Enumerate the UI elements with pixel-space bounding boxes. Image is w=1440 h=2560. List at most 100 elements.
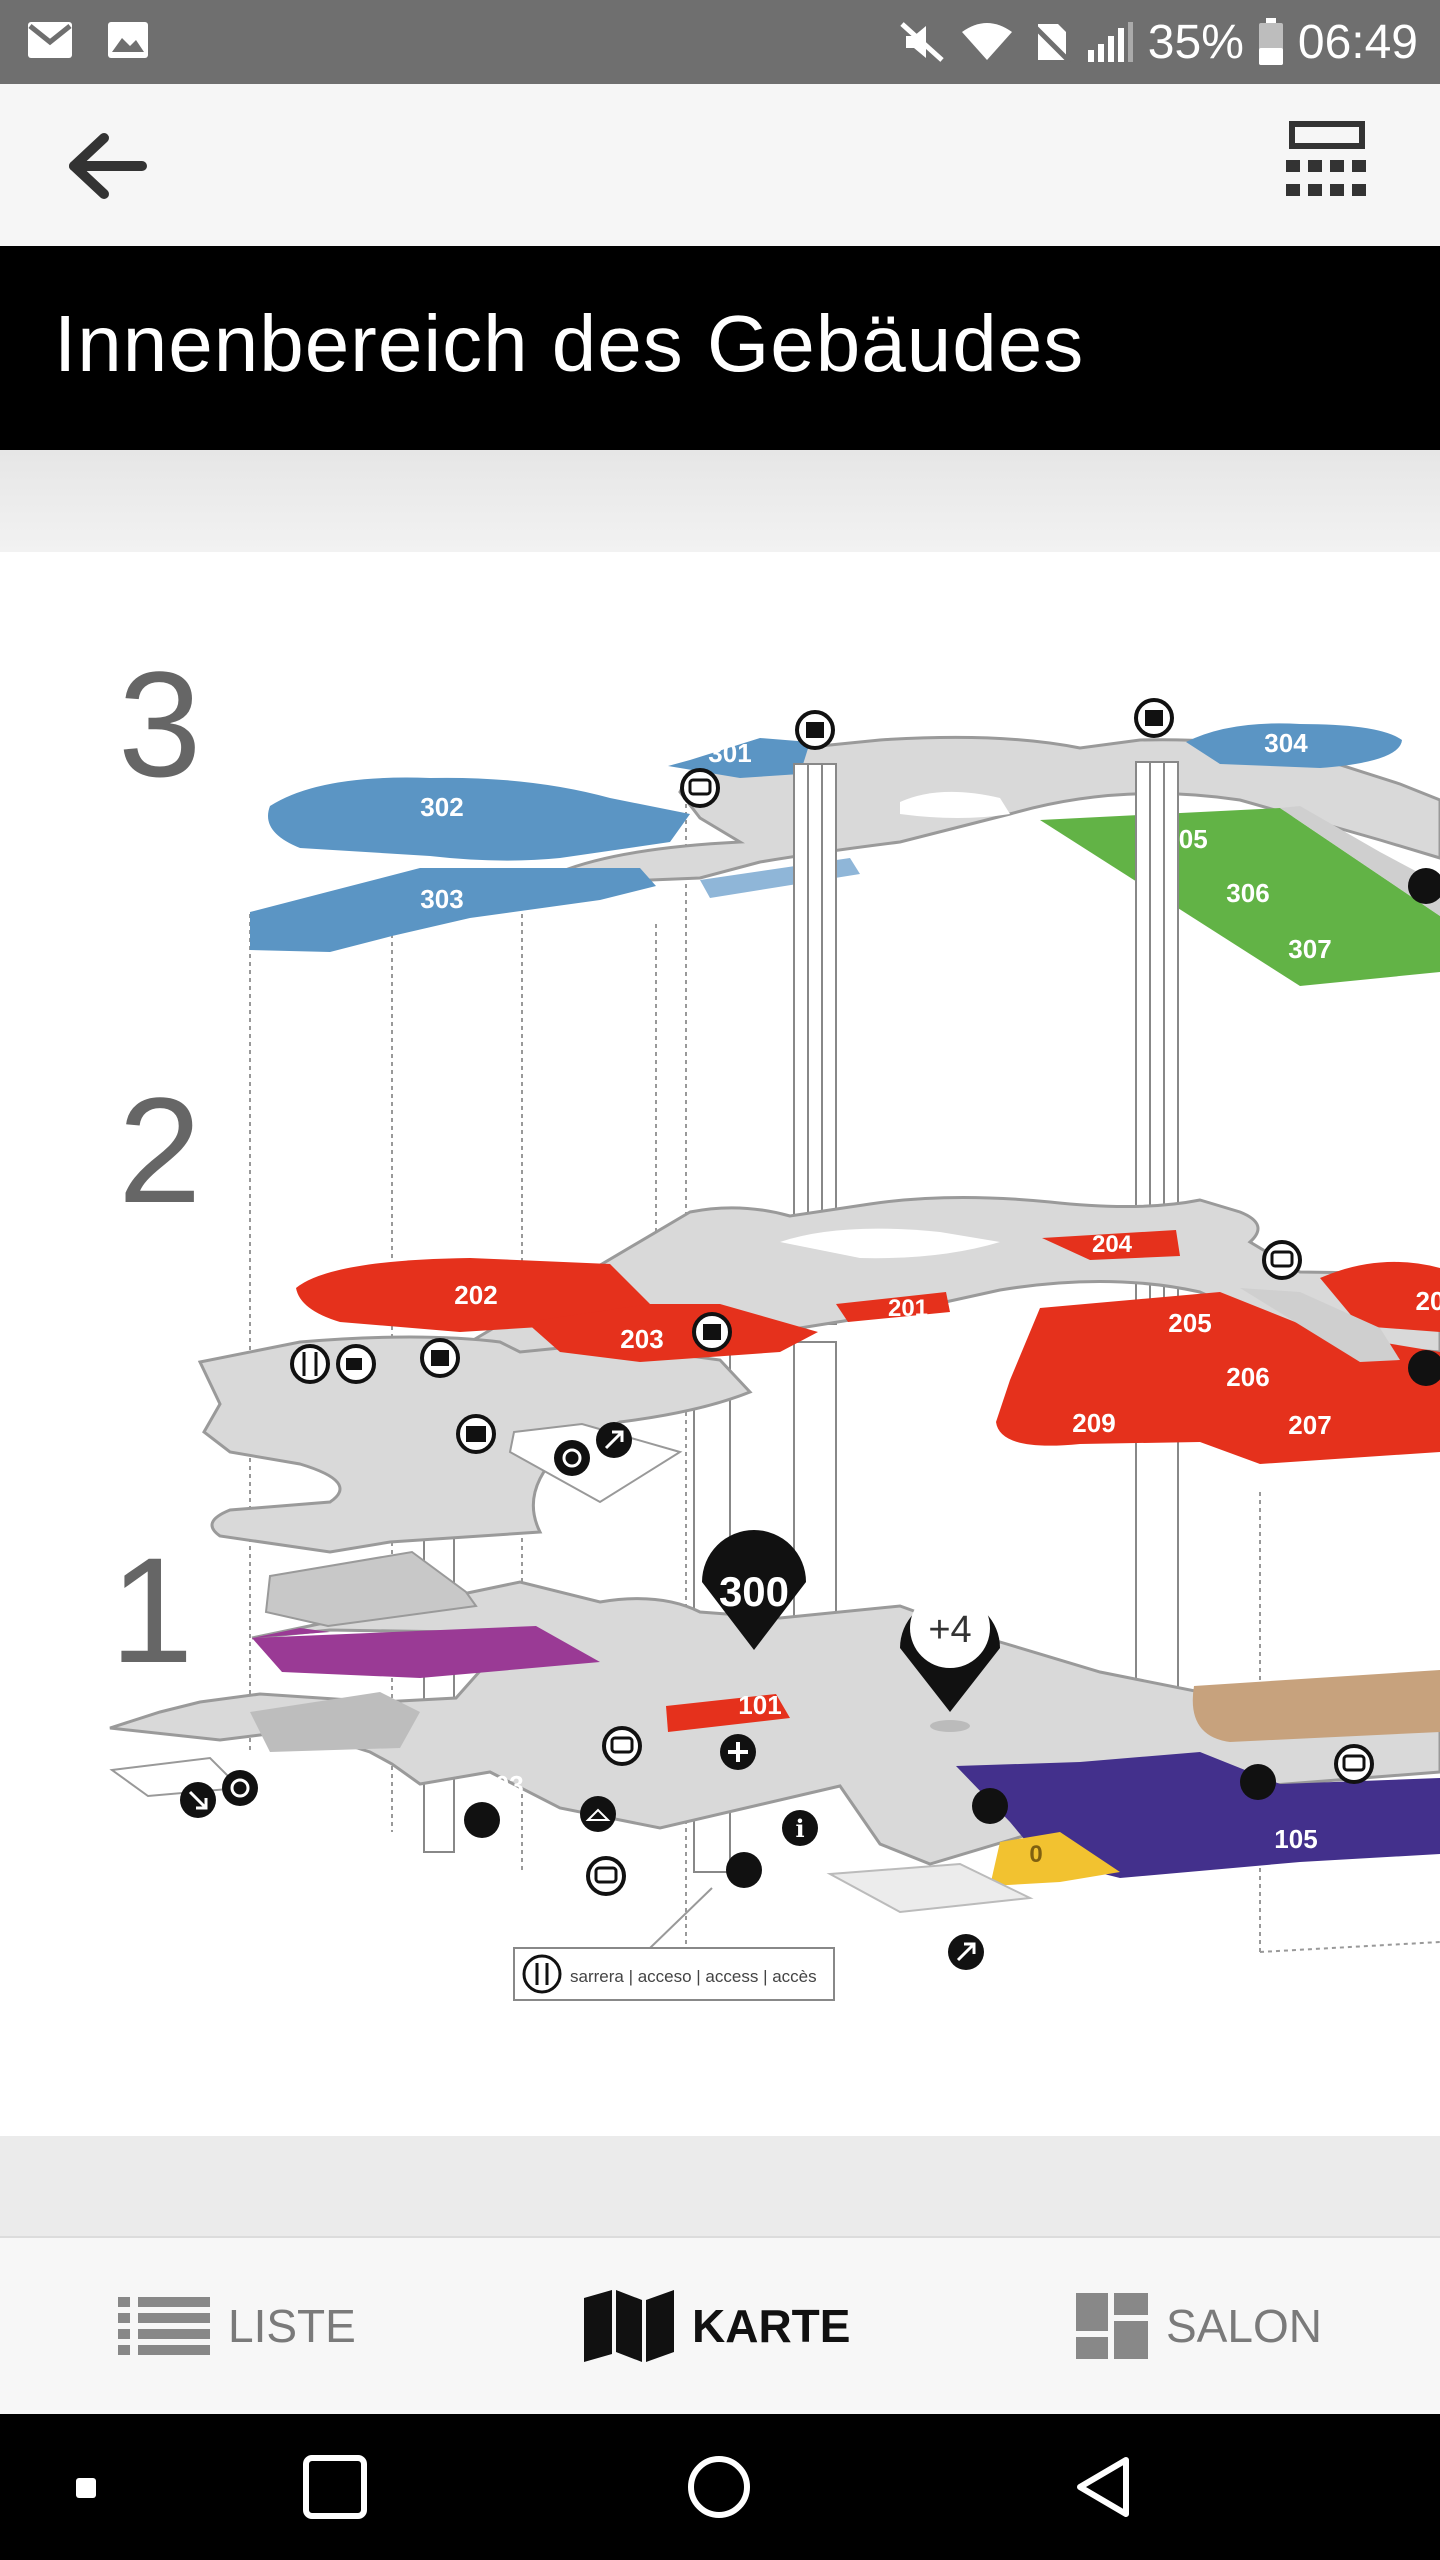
restaurant-icon [522, 1954, 562, 1994]
screen-icon[interactable] [586, 1856, 626, 1896]
screen-icon[interactable] [1334, 1744, 1374, 1784]
room-201-shape[interactable] [836, 1292, 950, 1322]
elevator-icon[interactable] [420, 1338, 460, 1378]
tan-area-shape[interactable] [1192, 1670, 1440, 1742]
signal-icon [1087, 22, 1133, 62]
room-101-shape[interactable] [666, 1694, 790, 1732]
map-icon [584, 2290, 674, 2362]
screen-icon[interactable] [602, 1726, 642, 1766]
cloakroom-icon[interactable] [580, 1796, 616, 1832]
wheelchair-icon[interactable] [554, 1440, 590, 1476]
bottom-navigation: LISTE KARTE SALON [0, 2236, 1440, 2414]
battery-icon [1258, 18, 1283, 65]
floor-2-void [780, 1228, 1000, 1259]
location-pin-more[interactable]: +4 [900, 1588, 1000, 1732]
floor-1-west-wing [250, 1692, 420, 1752]
overview-square-icon[interactable] [302, 2454, 368, 2520]
header-shadow-band [0, 450, 1440, 552]
room-303-label: 303 [420, 884, 463, 914]
room-204-shape[interactable] [1042, 1230, 1180, 1260]
screen-icon[interactable] [680, 768, 720, 808]
info-icon[interactable]: i [782, 1810, 818, 1846]
room-0-shape[interactable] [990, 1832, 1120, 1886]
room-204-label: 204 [1092, 1231, 1133, 1258]
floor-label-1: 1 [110, 1526, 193, 1694]
list-icon [118, 2297, 210, 2355]
app-bar [0, 84, 1440, 246]
home-circle-icon[interactable] [686, 2454, 752, 2520]
stairs-down-icon[interactable] [180, 1782, 216, 1818]
room-20x-shape[interactable] [1320, 1261, 1440, 1332]
meeting-icon[interactable] [464, 1802, 500, 1838]
floor-plan-drawing[interactable]: 3 2 1 301 302 303 304 305 306 307 [0, 552, 1440, 2136]
no-sim-icon [1030, 22, 1072, 64]
toilets-icon[interactable] [726, 1852, 762, 1888]
nav-salon[interactable]: SALON [1076, 2238, 1322, 2414]
calculator-icon [1286, 121, 1366, 196]
floor-2-ramp [508, 1422, 683, 1504]
room-302-shape[interactable] [268, 777, 690, 861]
back-triangle-icon[interactable] [1072, 2454, 1138, 2520]
first-aid-icon[interactable] [720, 1734, 756, 1770]
floor-1: 101 103 105 0 [109, 1550, 1440, 1914]
nav-karte-label: KARTE [692, 2300, 851, 2352]
facility-icons: i [180, 698, 1440, 1970]
floor-1-west-plate [264, 1550, 478, 1628]
room-203-label: 203 [620, 1324, 663, 1354]
map-bottom-band [0, 2136, 1440, 2236]
recents-dot-icon[interactable] [74, 2476, 100, 2502]
room-209-label: 209 [1072, 1408, 1115, 1438]
room-304-shape[interactable] [1186, 723, 1402, 768]
stairs-up-icon[interactable] [596, 1422, 632, 1458]
nav-karte[interactable]: KARTE [584, 2238, 850, 2414]
elevator-icon[interactable] [1134, 698, 1174, 738]
wheelchair-icon[interactable] [222, 1770, 258, 1806]
room-202-shape[interactable] [296, 1258, 650, 1332]
toilets-icon[interactable] [1408, 868, 1440, 904]
floor-1-ramp [109, 1756, 243, 1798]
room-307-label: 307 [1288, 934, 1331, 964]
back-button[interactable] [60, 126, 170, 206]
restaurant-icon[interactable] [290, 1344, 330, 1384]
battery-percent: 35% [1147, 15, 1244, 69]
floor-3-void [900, 791, 1010, 818]
stairs-up-icon[interactable] [948, 1934, 984, 1970]
status-bar: 35% 06:49 [0, 0, 1440, 84]
pin-more-label: +4 [928, 1609, 971, 1651]
page-title: Innenbereich des Gebäudes [54, 299, 1085, 388]
image-icon [108, 22, 148, 58]
room-304-label: 304 [1264, 728, 1308, 758]
room-101-label: 101 [738, 1690, 781, 1720]
nav-liste[interactable]: LISTE [118, 2238, 356, 2414]
room-301-shape[interactable] [668, 738, 810, 778]
room-306-label: 306 [1226, 878, 1269, 908]
screen-icon[interactable] [1262, 1240, 1302, 1280]
floor-2-stair [1240, 1288, 1400, 1362]
room-103-edge [252, 1628, 330, 1638]
lockers-icon[interactable] [456, 1414, 496, 1454]
access-legend-text: sarrera | acceso | access | accès [570, 1967, 817, 1986]
location-pin-300[interactable]: 300 [702, 1530, 806, 1650]
svg-text:i: i [795, 1814, 804, 1843]
room-105-label: 105 [1274, 1824, 1317, 1854]
elevator-icon[interactable] [692, 1312, 732, 1352]
room-303-shape[interactable] [250, 868, 656, 952]
room-103-label: 103 [480, 1770, 523, 1800]
room-103-shape[interactable] [252, 1626, 600, 1678]
building-map[interactable]: 3 2 1 301 302 303 304 305 306 307 [0, 552, 1440, 2136]
room-201-label: 201 [888, 1295, 928, 1322]
toilets-icon[interactable] [1240, 1764, 1276, 1800]
meeting-icon[interactable] [972, 1788, 1008, 1824]
elevator-icon[interactable] [795, 710, 835, 750]
floor-3: 301 302 303 304 305 306 307 [250, 723, 1440, 986]
calculator-button[interactable] [1284, 120, 1370, 210]
room-207-label: 207 [1288, 1410, 1331, 1440]
floor-label-3: 3 [118, 640, 201, 808]
cafe-icon[interactable] [336, 1344, 376, 1384]
mute-icon [900, 22, 944, 62]
room-203-shape[interactable] [526, 1304, 818, 1362]
toilets-icon[interactable] [1408, 1350, 1440, 1386]
floor-3-stair [1280, 806, 1440, 916]
room-20x-label: 20 [1416, 1286, 1440, 1316]
room-205-label: 205 [1168, 1308, 1211, 1338]
